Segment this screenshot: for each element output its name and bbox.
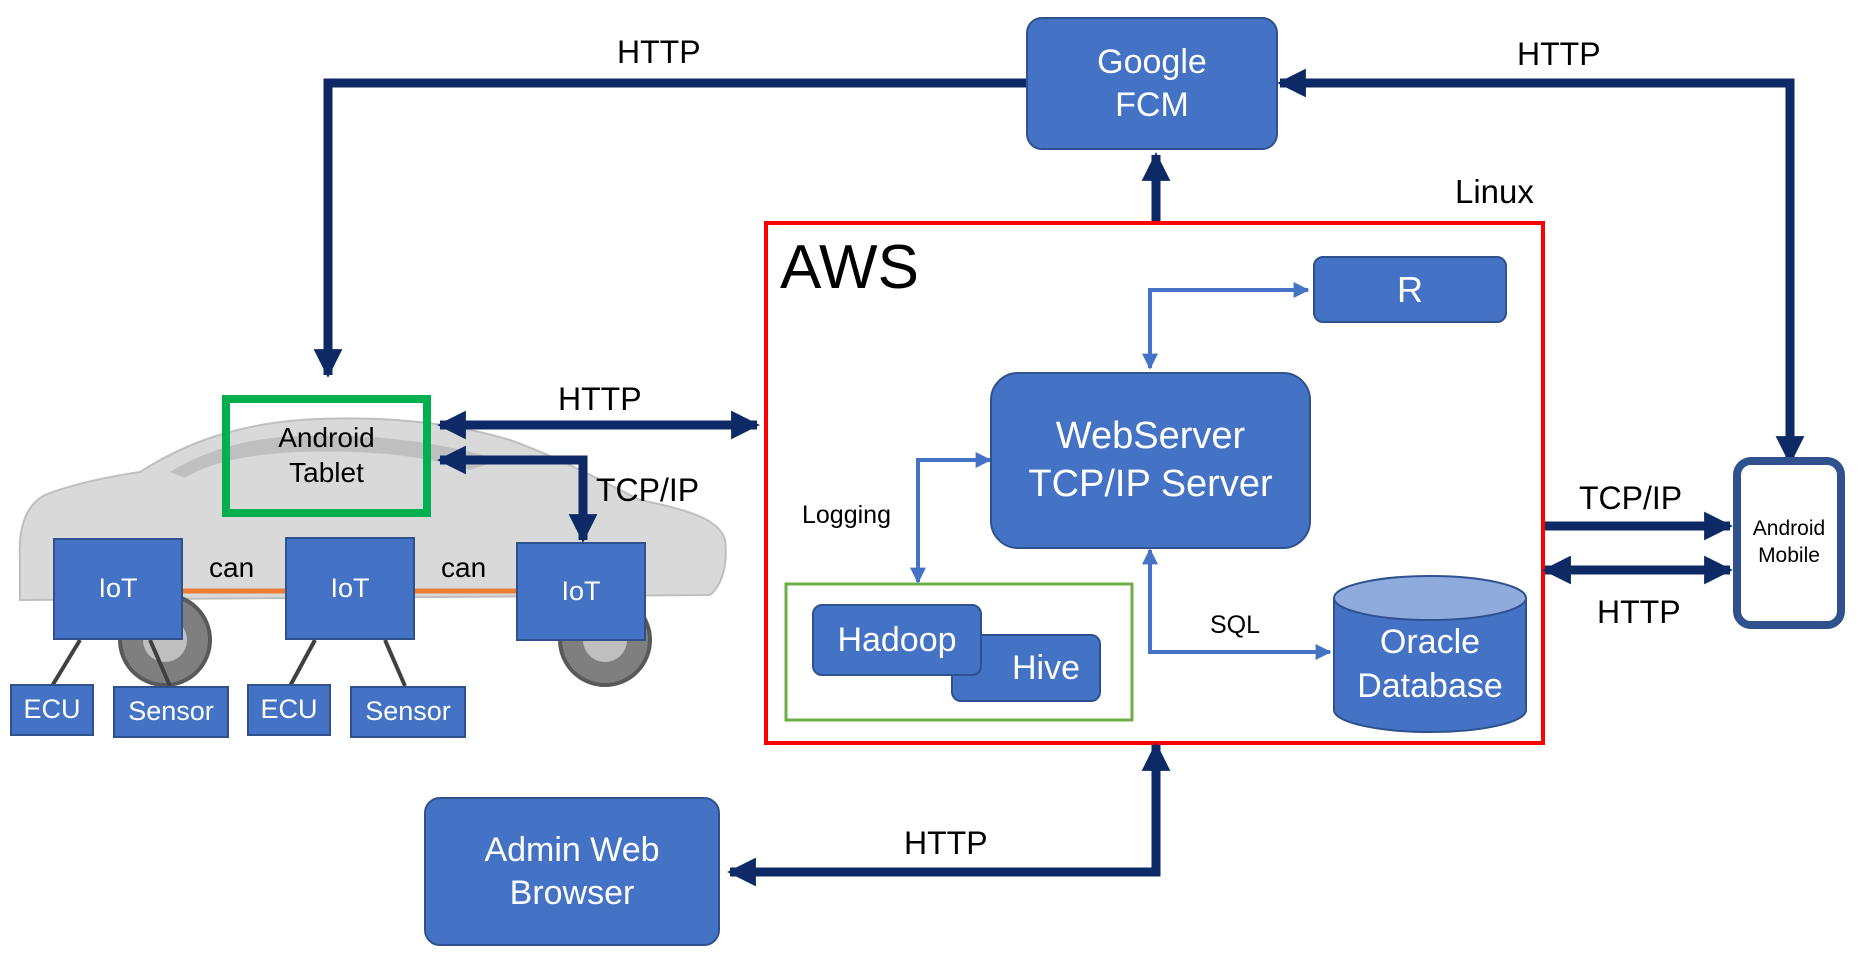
android-mobile-device [1733,457,1845,629]
aws-mobile-http-label: HTTP [1597,594,1681,630]
external-connections [313,68,1805,887]
iot-node-1: IoT [53,538,183,640]
webserver-node: WebServer TCP/IP Server [990,372,1311,549]
tablet-aws-http-label: HTTP [558,381,642,417]
android-tablet-label: Android Tablet [278,422,375,488]
linux-label: Linux [1455,173,1534,210]
device-wires [50,638,407,688]
mobile-fcm-http-label: HTTP [1517,36,1601,72]
can-label-2: can [441,552,487,583]
sensor-node-2: Sensor [350,686,466,738]
sql-arrow [1142,548,1332,660]
oracle-database-cylinder [1333,575,1527,733]
iot-node-3: IoT [516,542,646,641]
r-node: R [1313,256,1507,323]
oracle-database-label: Oracle Database [1357,623,1503,706]
logging-label: Logging [802,501,891,529]
logging-arrow [910,452,992,584]
admin-web-browser-node: Admin Web Browser [424,797,720,946]
tablet-iot-tcpip-label: TCP/IP [596,472,700,508]
hadoop-node: Hadoop [812,604,982,676]
google-fcm-node: Google FCM [1026,17,1278,150]
webserver-r-arrow [1142,282,1310,370]
sensor-node-1: Sensor [113,686,229,738]
ecu-node-2: ECU [247,684,331,736]
aws-admin-http-arrow [727,742,1171,887]
mobile-fcm-arrow [1277,68,1805,465]
hadoop-group [784,582,1134,722]
aws-label: AWS [780,233,919,302]
fcm-to-tablet-arrow [313,78,1026,378]
iot-node-2: IoT [285,537,415,640]
tablet-fcm-http-label: HTTP [617,34,701,70]
sql-label: SQL [1210,611,1261,639]
internal-connections [910,282,1332,660]
can-label-1: can [209,552,255,583]
ecu-node-1: ECU [10,684,94,736]
android-mobile-label: Android Mobile [1752,517,1826,568]
aws-mobile-tcpip-label: TCP/IP [1579,480,1683,516]
android-tablet-frame [222,395,431,517]
admin-http-label: HTTP [904,825,988,861]
tablet-iot-tcpip-arrow [437,445,598,543]
